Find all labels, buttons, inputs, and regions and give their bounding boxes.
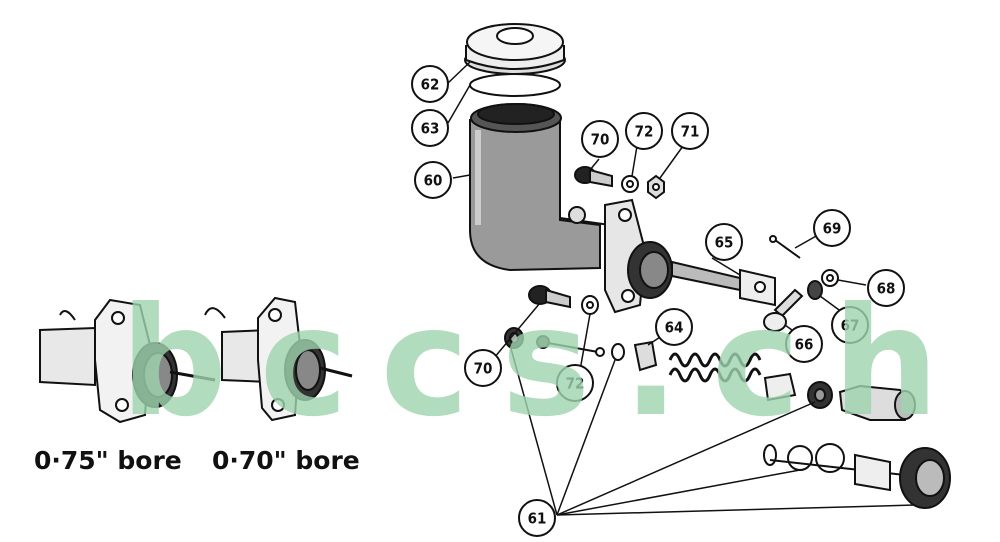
- callout-66-label: 66: [795, 336, 814, 354]
- seal-cup-small: [504, 327, 524, 349]
- callout-60: 60: [414, 161, 452, 199]
- callout-65: 65: [705, 223, 743, 261]
- callout-69: 69: [813, 209, 851, 247]
- callout-72-upper-label: 72: [635, 123, 654, 141]
- reservoir-cap: [464, 23, 566, 75]
- nut-upper: [647, 174, 665, 200]
- bolt-upper: [574, 166, 613, 188]
- valve-stem: [536, 335, 605, 357]
- callout-65-label: 65: [715, 234, 734, 252]
- push-rod: [671, 260, 776, 307]
- piston-washer: [807, 381, 833, 409]
- callout-70-upper: 70: [581, 120, 619, 158]
- washer-68: [821, 269, 839, 287]
- cylinder-view-0-75-bore: [39, 298, 216, 424]
- callout-68-label: 68: [877, 280, 896, 298]
- callout-72-upper: 72: [625, 112, 663, 150]
- callout-66: 66: [785, 325, 823, 363]
- callout-61: 61: [518, 499, 556, 537]
- callout-62-label: 62: [421, 76, 440, 94]
- bore-label-0-70: 0·70" bore: [212, 446, 360, 475]
- split-pin: [769, 235, 801, 259]
- cap-seal: [469, 73, 561, 97]
- leader-lines: [446, 61, 916, 516]
- callout-63: 63: [411, 109, 449, 147]
- callout-68: 68: [867, 269, 905, 307]
- callout-64: 64: [655, 308, 693, 346]
- callout-60-label: 60: [424, 172, 443, 190]
- clevis-pin-66: [763, 288, 804, 332]
- spring-retainer-ring: [611, 343, 625, 361]
- main-cup: [763, 372, 797, 402]
- piston-assembly-lower: [763, 443, 951, 509]
- callout-72-lower: 72: [556, 364, 594, 402]
- callout-62: 62: [411, 65, 449, 103]
- callout-70-lower-label: 70: [474, 360, 493, 378]
- callout-71-label: 71: [681, 123, 700, 141]
- callout-69-label: 69: [823, 220, 842, 238]
- piston: [838, 384, 916, 421]
- master-cylinder-body: [469, 103, 673, 314]
- spring-retainer-64: [633, 340, 658, 372]
- washer-lower: [581, 295, 599, 315]
- spring-washer-67: [807, 280, 823, 300]
- callout-67: 67: [831, 306, 869, 344]
- callout-71: 71: [671, 112, 709, 150]
- return-spring: [668, 352, 762, 383]
- callout-67-label: 67: [841, 317, 860, 335]
- callout-72-lower-label: 72: [566, 375, 585, 393]
- callout-70-upper-label: 70: [591, 131, 610, 149]
- callout-61-label: 61: [528, 510, 547, 528]
- callout-70-lower: 70: [464, 349, 502, 387]
- bore-label-0-75: 0·75" bore: [34, 446, 182, 475]
- callout-64-label: 64: [665, 319, 684, 337]
- bolt-lower: [528, 285, 571, 309]
- washer-upper: [621, 175, 639, 193]
- callout-63-label: 63: [421, 120, 440, 138]
- cylinder-view-0-70-bore: [204, 296, 353, 422]
